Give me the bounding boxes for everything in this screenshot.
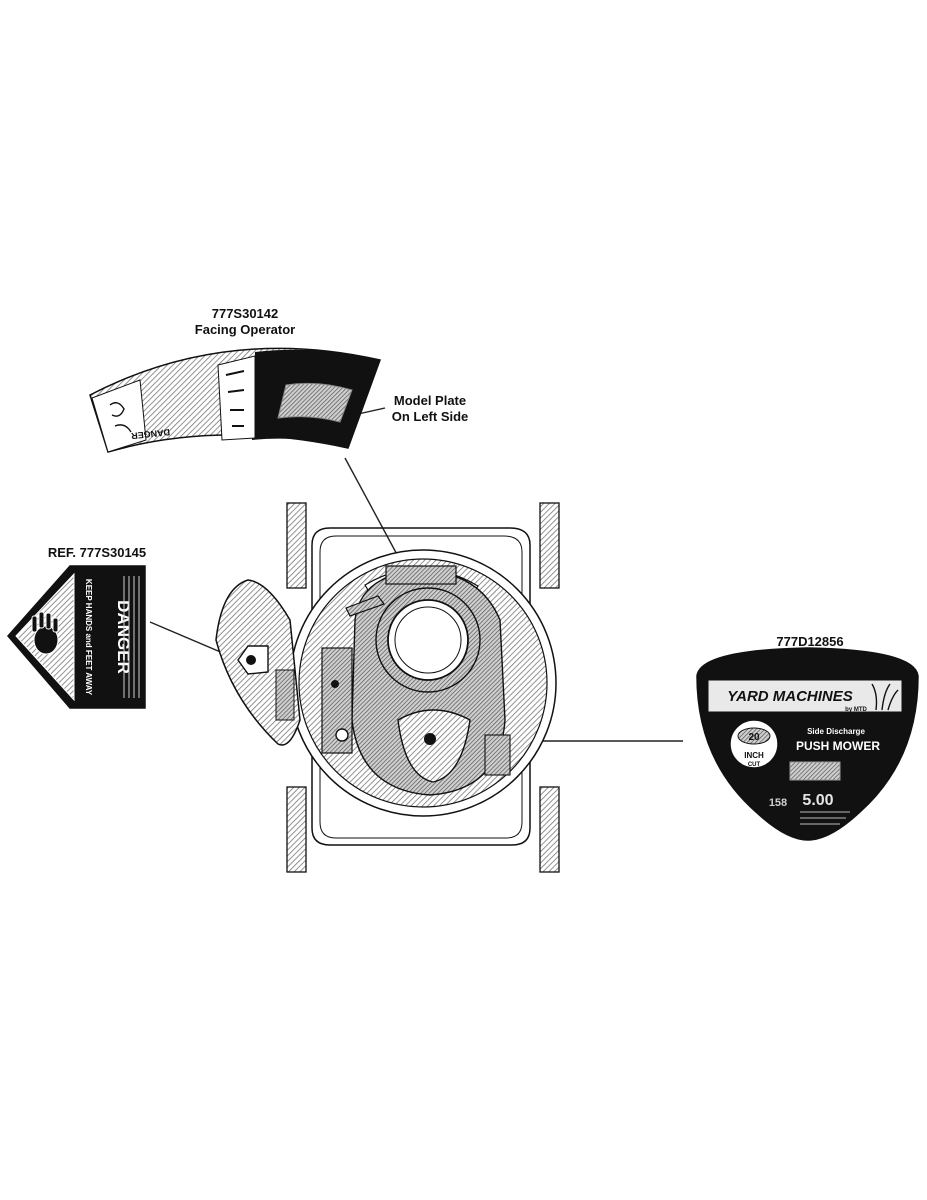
top-decal-danger-word: DANGER: [130, 427, 170, 441]
size-badge: 20 INCH CUT: [729, 719, 779, 769]
model-plate-label-line2: On Left Side: [391, 409, 469, 424]
top-decal-position: Facing Operator: [194, 322, 296, 337]
yard-machines-line1: Side Discharge: [807, 727, 865, 736]
left-decal-ref: REF. 777S30145: [47, 545, 147, 560]
top-safety-decal: DANGER: [89, 347, 381, 453]
yard-machines-torque: 5.00: [802, 792, 833, 809]
hand-icon: [31, 611, 59, 655]
yard-machines-engine-cc: 158: [769, 797, 787, 809]
top-decal-part-number: 777S30142: [211, 306, 279, 321]
wheel-front-right: [539, 502, 560, 589]
mower-deck: [311, 527, 531, 846]
wheel-front-left: [286, 502, 307, 589]
danger-decal: DANGER KEEP HANDS and FEET AWAY: [7, 565, 146, 709]
size-badge-unit-1: INCH: [744, 751, 764, 760]
engine: [321, 565, 511, 796]
danger-decal-subtitle: KEEP HANDS and FEET AWAY: [84, 579, 93, 696]
size-badge-unit-2: CUT: [748, 762, 761, 768]
yard-machines-brand: YARD MACHINES: [727, 688, 853, 705]
yard-machines-decal: YARD MACHINES by MTD 20 INCH CUT Side Di…: [696, 647, 919, 841]
grass-icon: [871, 683, 899, 711]
size-badge-value: 20: [748, 732, 760, 743]
wheel-rear-right: [539, 786, 560, 873]
right-decal-part-number: 777D12856: [776, 634, 844, 649]
wheel-rear-left: [286, 786, 307, 873]
yard-machines-maker: by MTD: [845, 707, 867, 713]
model-plate-label-line1: Model Plate: [393, 393, 467, 408]
yard-machines-line2: PUSH MOWER: [796, 739, 880, 753]
leader-model-plate: [344, 457, 401, 561]
mower-top-view: [215, 502, 560, 873]
